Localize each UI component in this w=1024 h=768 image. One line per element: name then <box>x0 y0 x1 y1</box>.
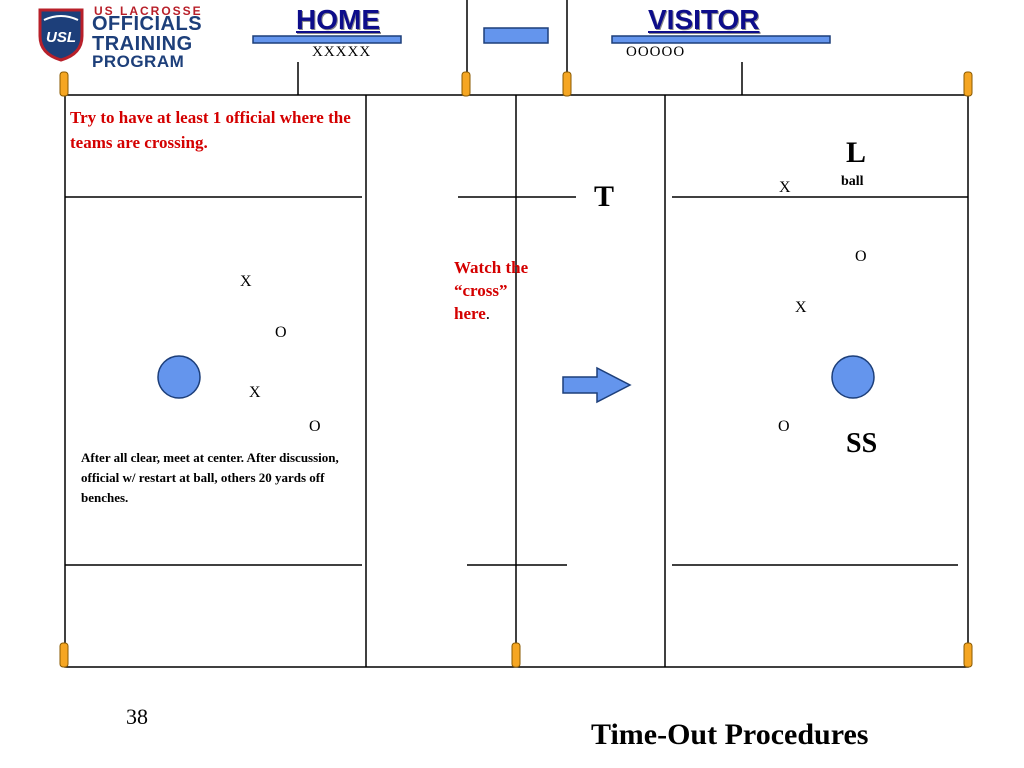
page-number: 38 <box>126 704 148 729</box>
watch-cross-here: here <box>454 304 486 323</box>
logo-text-officials: OFFICIALS <box>92 13 203 35</box>
scorer-table <box>483 27 549 44</box>
cone-bottom-center <box>511 642 521 668</box>
position-t: T <box>594 180 615 213</box>
watch-cross-note: Watch the “cross” here. <box>454 256 528 325</box>
player-o-left-1: O <box>275 324 287 341</box>
position-l: L <box>846 136 867 169</box>
watch-cross-line1: Watch the <box>454 258 529 277</box>
visitor-bench-bar <box>611 35 831 44</box>
slide-title: Time-Out Procedures <box>591 718 869 751</box>
home-bench-bar <box>252 35 402 44</box>
visitor-label: VISITOR <box>648 4 760 35</box>
player-o-right-2: O <box>778 418 790 435</box>
watch-cross-line2: “cross” <box>454 281 508 300</box>
player-x-left-2: X <box>249 384 261 401</box>
home-roster: XXXXX <box>312 44 372 60</box>
corner-cone-bottom-right <box>963 642 973 668</box>
official-left-circle <box>157 355 201 399</box>
player-x-left-1: X <box>240 273 252 290</box>
logo-badge-text: USL <box>46 29 76 46</box>
usl-logo-badge: USL <box>38 8 84 62</box>
logo-text-us-lacrosse: US LACROSSE <box>94 4 203 18</box>
crossing-note: Try to have at least 1 official where th… <box>70 108 351 152</box>
cone-top-right-bench <box>562 71 572 97</box>
logo-text-program: PROGRAM <box>92 52 185 71</box>
player-o-right-1: O <box>855 248 867 265</box>
cone-top-left-bench <box>461 71 471 97</box>
official-right-circle <box>831 355 875 399</box>
corner-cone-top-right <box>963 71 973 97</box>
position-ss: SS <box>846 428 878 459</box>
home-label: HOME <box>296 4 380 35</box>
corner-cone-top-left <box>59 71 69 97</box>
player-x-right-1: X <box>779 179 791 196</box>
watch-cross-line3: here. <box>454 302 528 325</box>
logo-text-training: TRAINING <box>92 33 193 55</box>
player-o-left-2: O <box>309 418 321 435</box>
player-x-right-2: X <box>795 299 807 316</box>
visitor-roster: OOOOO <box>626 44 686 60</box>
arrow-right-icon <box>562 366 632 404</box>
after-clear-note: After all clear, meet at center. After d… <box>81 450 339 505</box>
corner-cone-bottom-left <box>59 642 69 668</box>
watch-cross-period: . <box>485 304 491 323</box>
ball-label: ball <box>841 174 864 189</box>
